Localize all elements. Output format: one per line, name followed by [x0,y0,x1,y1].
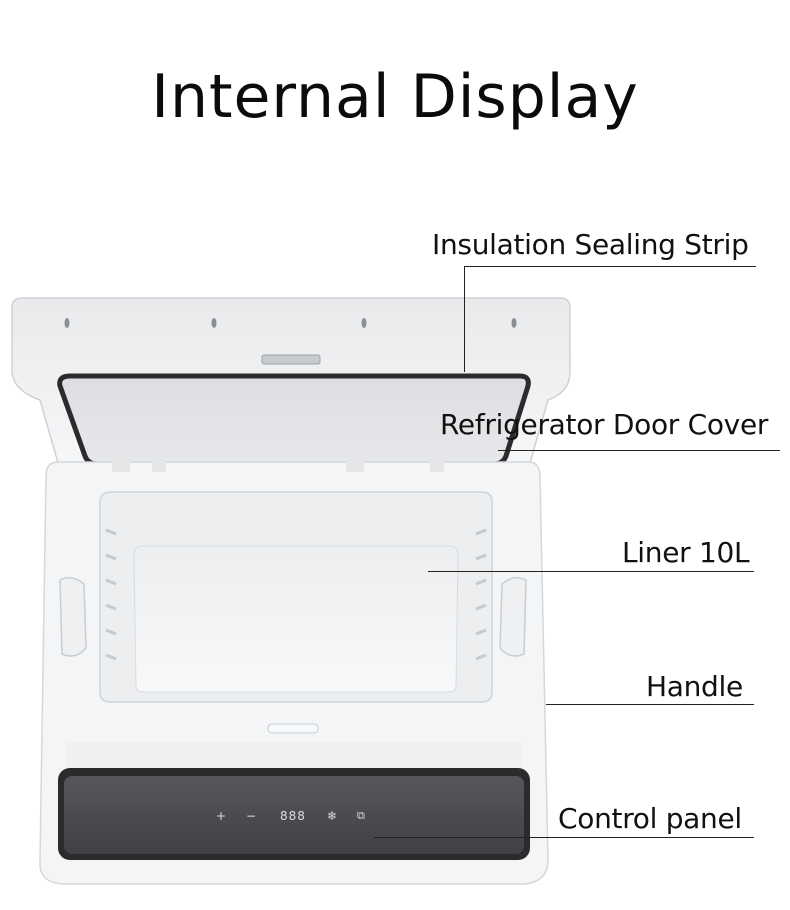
page-title: Internal Display [151,62,639,132]
handle-left [59,577,87,657]
lid-screw [64,318,70,328]
leader-line [464,266,756,267]
leader-line [498,450,780,451]
label-refrigerator-door-cover: Refrigerator Door Cover [440,408,769,441]
label-control-panel: Control panel [558,802,742,835]
leader-line [464,266,465,372]
lid-screw [511,318,517,328]
label-insulation-sealing-strip: Insulation Sealing Strip [432,228,749,261]
temperature-display: 888 [280,809,306,823]
lid-latch [261,354,321,365]
leader-line [374,837,754,838]
label-liner: Liner 10L [622,536,750,569]
lid-screw [361,318,367,328]
lid-screw [211,318,217,328]
mode-icon[interactable]: ⧉ [357,809,365,822]
plus-button[interactable]: + [216,809,227,823]
handle-right [499,577,527,657]
leader-line [428,571,754,572]
minus-button[interactable]: − [246,809,257,823]
leader-line [546,704,754,705]
label-handle: Handle [646,670,743,703]
snowflake-icon[interactable]: ❄ [327,809,338,823]
liner [105,528,487,734]
